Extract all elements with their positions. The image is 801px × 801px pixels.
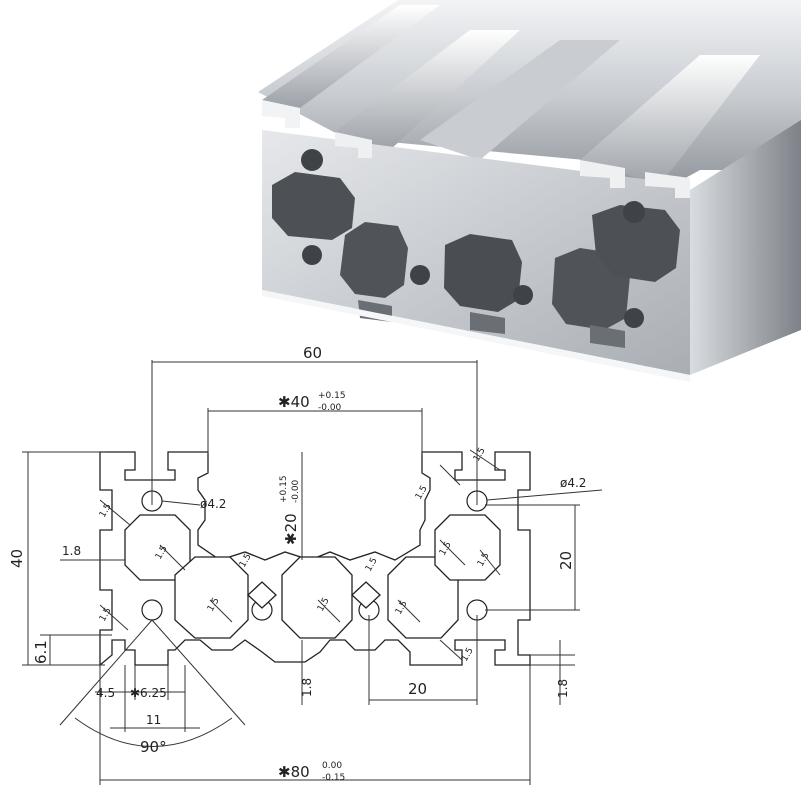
dim-slot-spacing-tol-upper: +0.15	[318, 391, 346, 401]
dim-inner-vertical: ✱20	[282, 513, 300, 545]
angle-90: 90°	[140, 738, 167, 756]
dim-wall-left: 1.8	[62, 544, 81, 558]
dim-total-width: ✱80	[278, 763, 310, 781]
web-thickness-label: 1.5	[460, 646, 476, 663]
dim-inner-vertical-tol-upper: +0.15	[279, 475, 289, 503]
dim-height-left: 40	[8, 549, 26, 568]
dim-bottom-wall: 1.8	[300, 678, 314, 697]
profile-outline	[99, 451, 531, 667]
dim-slot-opening: ✱6.25	[130, 686, 167, 700]
dim-inner-vertical-tol-lower: -0.00	[291, 479, 301, 503]
extrusion-photo	[258, 0, 801, 382]
dim-right-wall: 1.8	[556, 679, 570, 698]
dim-slot-depth: 6.1	[32, 640, 50, 664]
dimension-labels: 60 ✱40 +0.15 -0.00 40 ✱20 +0.15 -0.00 ø4…	[8, 344, 586, 783]
dim-slot-width: 11	[146, 713, 161, 727]
technical-drawing: 60 ✱40 +0.15 -0.00 40 ✱20 +0.15 -0.00 ø4…	[8, 344, 603, 785]
dim-lip: 4.5	[96, 686, 115, 700]
web-thickness-label: 1.5	[472, 446, 488, 463]
dim-right-height: 20	[557, 551, 575, 570]
dimension-lines	[22, 360, 603, 785]
dim-total-width-tol-upper: 0.00	[322, 761, 342, 771]
dim-pitch-bottom: 20	[408, 680, 427, 698]
dim-total-width-tol-lower: -0.15	[322, 773, 345, 783]
dim-width-top: 60	[303, 344, 322, 362]
hole-dia-right: ø4.2	[560, 476, 586, 490]
dim-slot-spacing: ✱40	[278, 393, 310, 411]
hole-bottom-left	[141, 599, 163, 621]
dim-slot-spacing-tol-lower: -0.00	[318, 403, 342, 413]
hole-dia-left: ø4.2	[200, 497, 226, 511]
